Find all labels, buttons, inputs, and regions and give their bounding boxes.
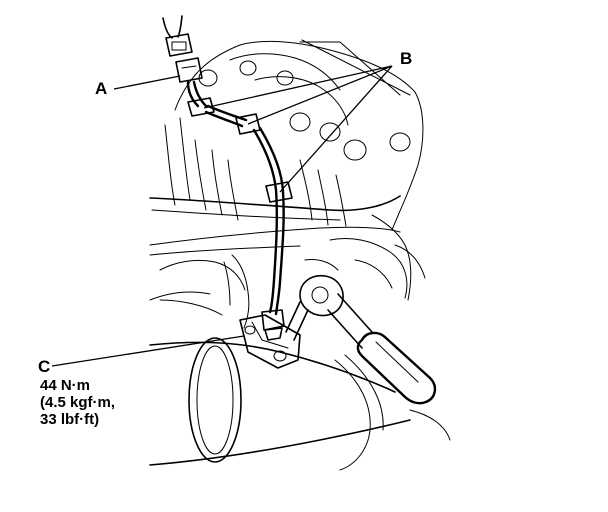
leader-b3 [279, 65, 393, 193]
callout-b-label: B [400, 49, 412, 68]
torque-spec-metric: 44 N·m [40, 377, 90, 394]
callout-a-label: A [95, 79, 107, 98]
torque-spec-kgf: (4.5 kgf·m, [40, 394, 115, 411]
leader-c [51, 335, 245, 367]
leader-b2 [247, 65, 393, 125]
ratchet-wrench [285, 274, 437, 405]
torque-spec-imperial: 33 lbf·ft) [40, 411, 99, 428]
leader-b1 [203, 65, 393, 109]
leader-a [113, 75, 181, 90]
exhaust-pipe [149, 337, 451, 471]
callout-labels: A B C 44 N·m (4.5 kgf·m, 33 lbf·ft) [38, 49, 412, 428]
leader-lines [51, 65, 393, 367]
sensor-harness [162, 15, 293, 341]
callout-c-label: C [38, 357, 50, 376]
